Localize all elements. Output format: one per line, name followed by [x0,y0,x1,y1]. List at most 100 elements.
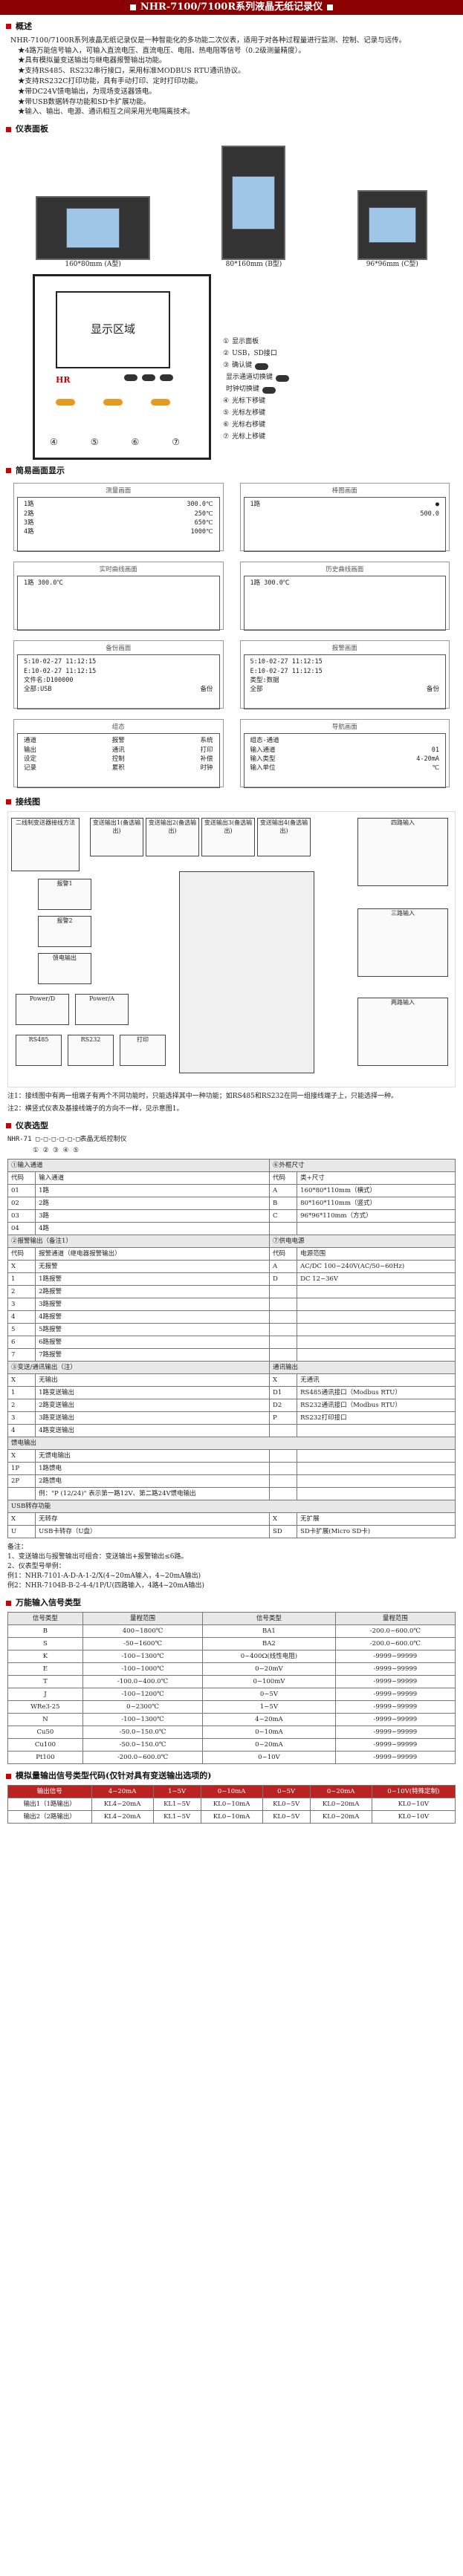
screen-cell: 4路 [24,528,34,536]
signal-cell: Cu50 [7,1726,83,1740]
spec-cell: 1 [7,1386,36,1399]
feature-item: ★支持RS232C打印功能，具有手动打印、定时打印功能。 [18,77,203,85]
spec-cell: D [268,1272,298,1286]
spec-cell: 3路变送输出 [35,1411,270,1425]
brand-logo: HR [56,375,71,385]
screen-row: 通道报警系统 [24,736,213,745]
spec-cell [268,1348,298,1362]
wiring-block: 报警2 [38,915,91,947]
key-icon [262,386,276,394]
signal-col-header: 信号类型 [202,1612,336,1626]
wiring-block: Power/D [16,993,69,1025]
output-cell: 输出2（2路输出） [7,1810,92,1824]
signal-cell: -100.0~400.0℃ [82,1675,204,1689]
screen-cell: 记录 [24,764,37,773]
signal-cell: BA1 [202,1624,336,1639]
callout-number: ⑥ [131,437,140,447]
screen-content: 1路●500.0 [243,497,446,553]
spec-cell: B [268,1197,298,1210]
panel-b-label: 80*160mm (B型) [225,260,282,268]
feature-item: ★具有模拟量变送输出与继电器报警输出功能。 [18,56,166,65]
arrow-key-icon [56,399,75,406]
spec-row: 例："P (12/24)" 表示第一路12V、第二路24V馈电输出 [7,1487,456,1500]
device-image-c [357,189,427,260]
output-cell: KL0~10mA [200,1810,263,1824]
arrow-keys [56,399,170,406]
signal-cell: -200.0~600.0℃ [334,1624,456,1639]
spec-cell [297,1285,456,1298]
spec-cell: RS485通讯接口（Modbus RTU） [297,1386,456,1399]
signal-col-header: 信号类型 [7,1612,83,1626]
screen-cell: 全部 [250,686,263,694]
model-circles: ① ② ③ ④ ⑤ [33,1146,80,1154]
section-bullet-icon [6,799,11,805]
screen-cell: 1路 [24,501,34,509]
output-col-header: 输出信号 [7,1785,92,1799]
output-col-header: 0~10mA [200,1785,263,1799]
wiring-block: 变送输出4(备选输出) [257,817,311,856]
spec-cell [268,1474,298,1488]
screen-row: 500.0 [250,510,439,518]
screen-cell: 3路 [24,518,34,527]
callout-number: ⑤ [90,437,99,447]
model-heading: 仪表选型 [6,1120,457,1132]
spec-cell: 4 [7,1310,36,1324]
spec-cell: 3路 [35,1209,270,1223]
wiring-block: RS232 [68,1034,114,1066]
spec-cell: 6路报警 [35,1336,270,1349]
screen-row: 输入单位℃ [250,764,440,773]
screen-caption: 备份画面 [106,644,132,652]
screen-row: 类型:数据 [250,676,440,685]
screen-cell: 1路 300.0℃ [24,579,63,588]
screen-cell: E:10-02-27 11:12:15 [24,667,97,675]
signal-cell: K [7,1650,83,1664]
screen-caption: 报警画面 [331,644,357,652]
front-panel-outline: 显示区域 HR ④ ⑤ ⑥ ⑦ [33,274,211,460]
screen-cell: 4-20mA [416,755,439,763]
spec-cell: 例："P (12/24)" 表示第一路12V、第二路24V馈电输出 [35,1487,270,1500]
wiring-block: 馈电输出 [38,952,91,984]
legend-item: 时钟切换键 [223,384,289,396]
device-image-b [221,145,286,260]
spec-cell: 04 [7,1222,36,1235]
screen-row: S:10-02-27 11:12:15 [24,657,213,666]
spec-cell: DC 12~36V [297,1272,456,1286]
spec-cell: 2路报警 [35,1285,270,1298]
screen-cell: 报警 [111,737,125,745]
section-bullet-icon [6,468,11,474]
signal-cell: T [7,1675,83,1689]
screen-panel: 组态通道报警系统输出通讯打印设定控制补偿记录累积时钟 [13,718,224,789]
screen-row: E:10-02-27 11:12:15 [250,667,440,676]
screen-cell: 输出 [24,746,37,754]
signal-cell: -9999~99999 [334,1738,456,1752]
signal-cell: -50.0~150.0℃ [82,1738,204,1752]
spec-cell: D2 [268,1399,298,1412]
spec-cell: 96*96*110mm（方式） [297,1209,456,1223]
spec-cell [297,1487,456,1500]
spec-head: ②报警输出（备注1） [7,1235,270,1248]
spec-cell: U [7,1525,36,1538]
screen-row: 设定控制补偿 [24,755,213,764]
front-keys [124,374,173,381]
screen-caption: 导航画面 [331,723,357,731]
spec-cell: 1路变送输出 [35,1386,270,1399]
output-cell: KL1~5V [152,1798,201,1812]
